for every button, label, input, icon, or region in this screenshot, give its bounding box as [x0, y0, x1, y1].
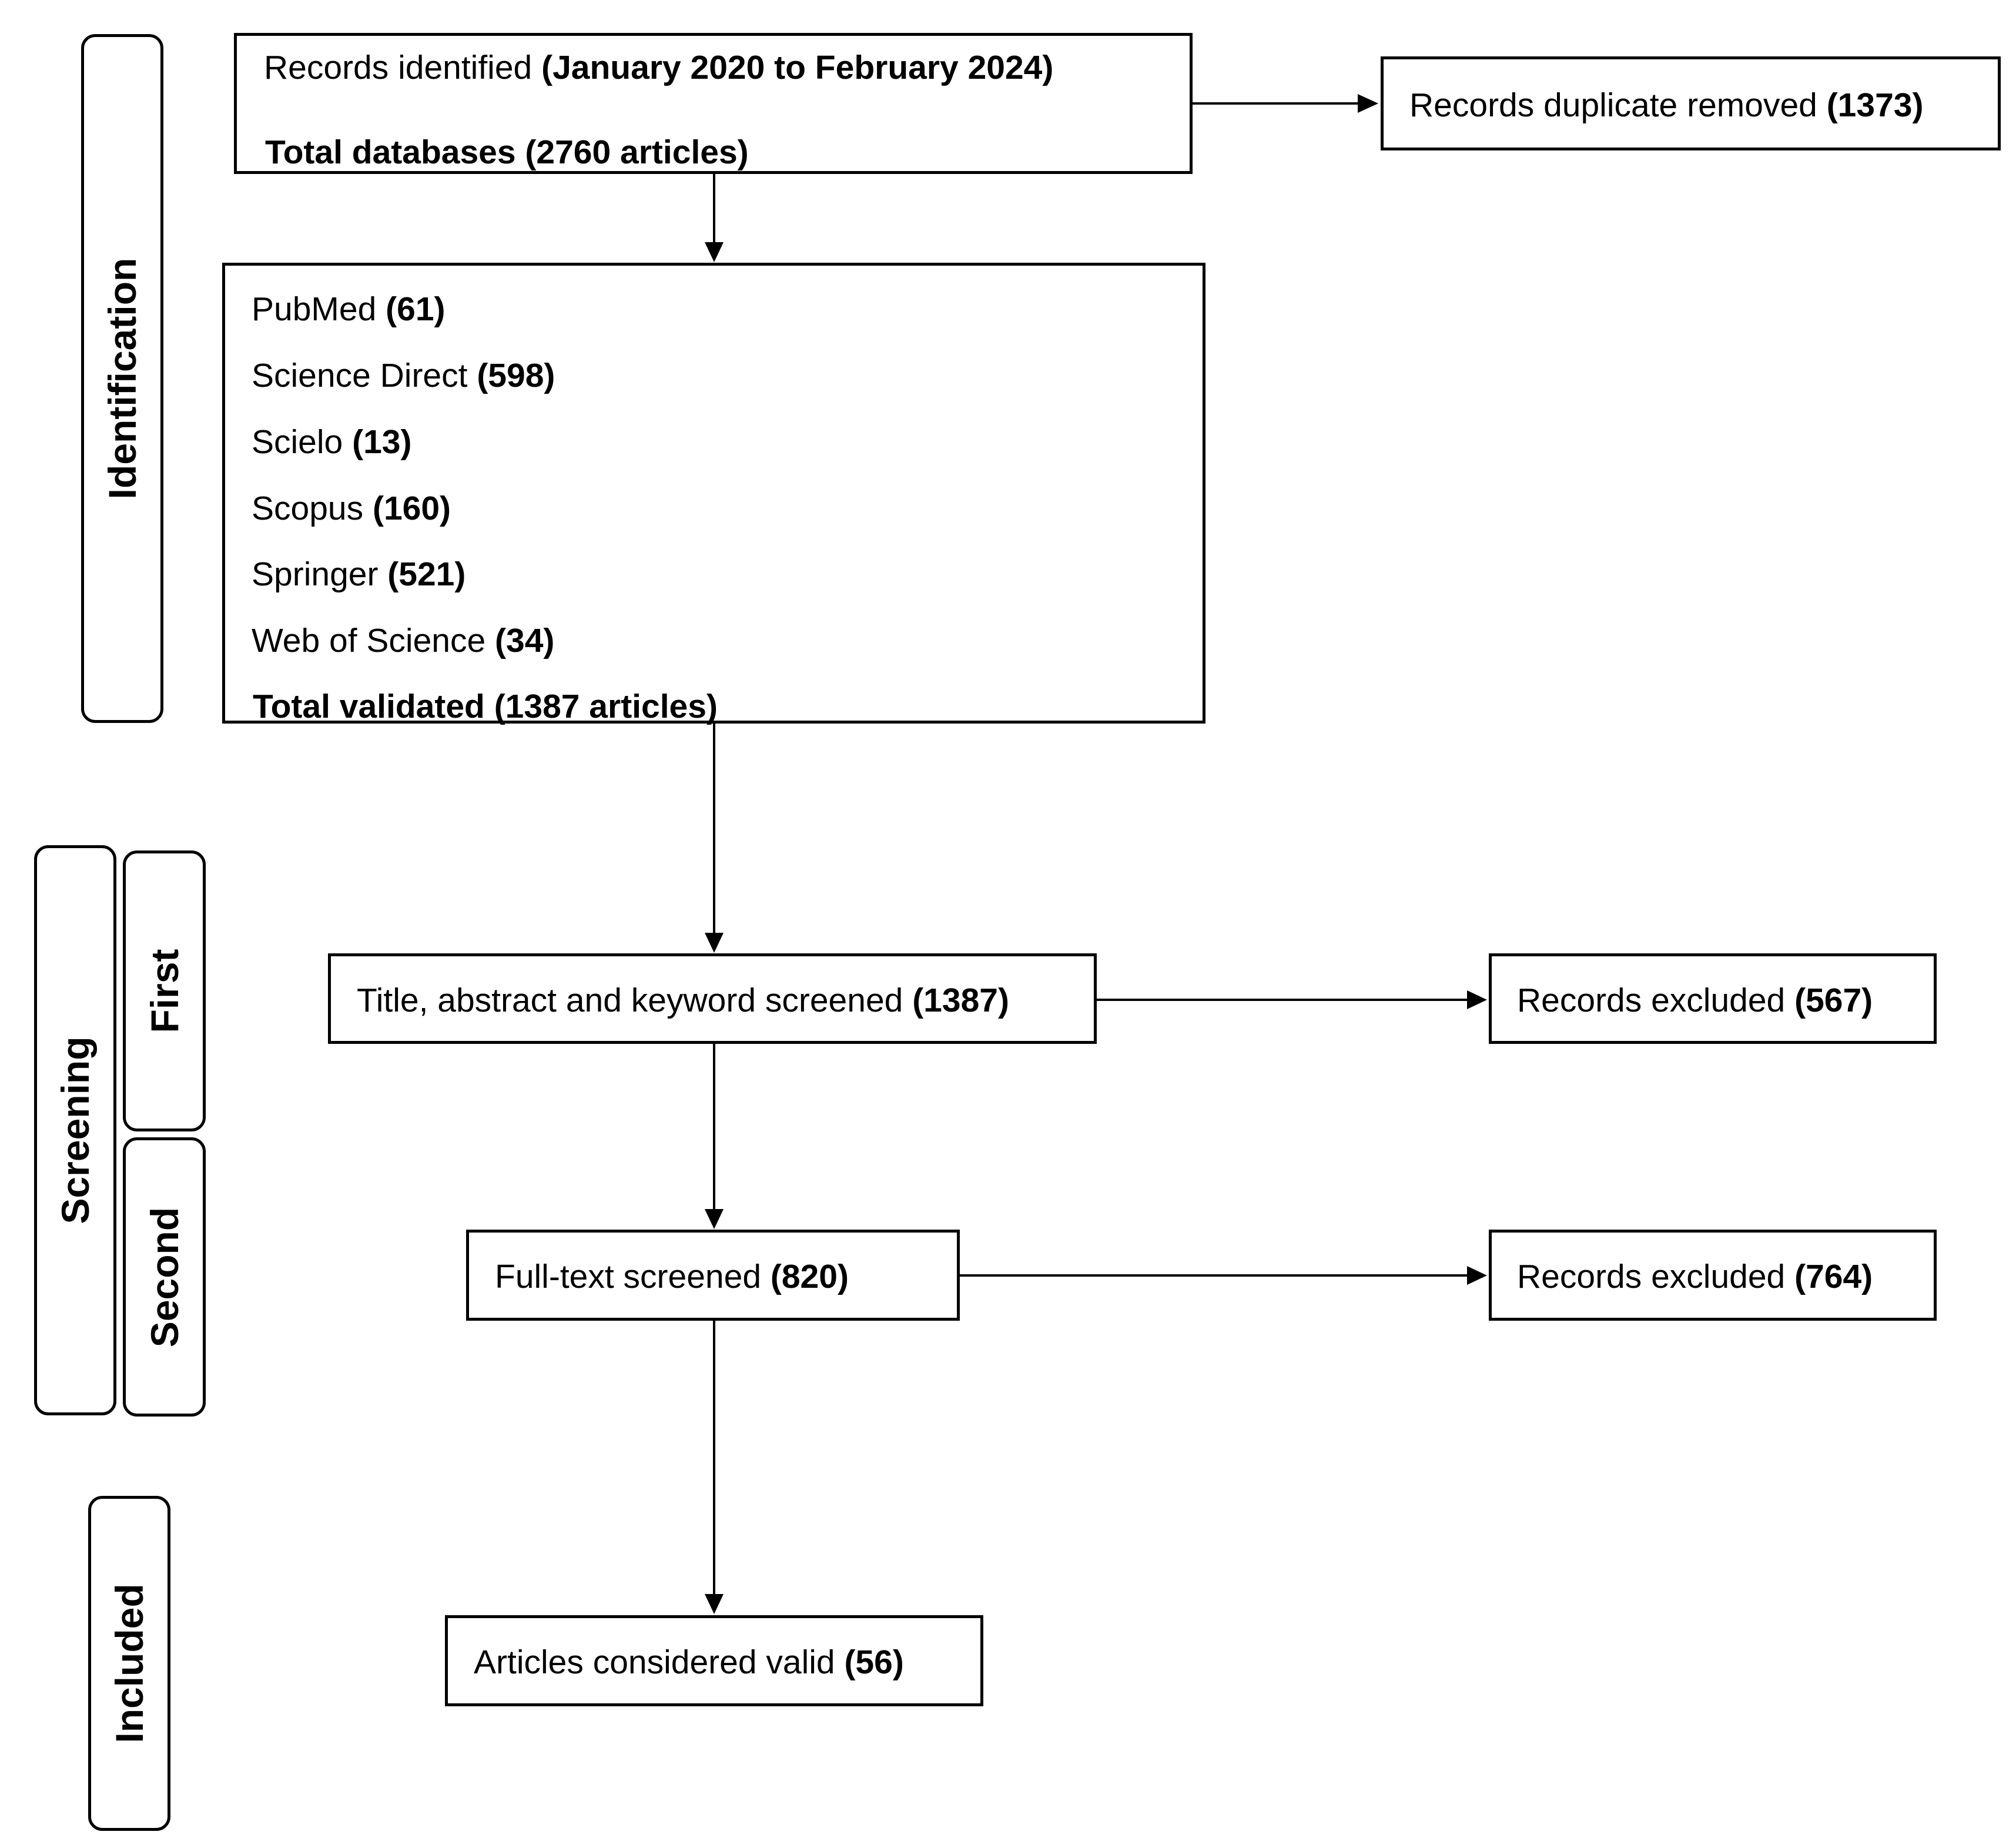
- second-excluded-box: Records excluded (764): [1489, 1230, 1937, 1321]
- arrowhead-databases: [705, 242, 724, 262]
- database-web-of-science: Web of Science (34): [252, 624, 554, 658]
- database-count: (160): [372, 490, 451, 527]
- first-excluded-text: Records excluded (567): [1517, 984, 1873, 1017]
- records-identified-period: (January 2020 to February 2024): [541, 49, 1054, 86]
- phase-screening: Screening: [34, 845, 116, 1415]
- phase-second-label: Second: [142, 1207, 186, 1347]
- second-screen-text: Full-text screened (820): [495, 1260, 849, 1294]
- duplicates-removed-label: Records duplicate removed: [1409, 86, 1827, 124]
- database-name: Scielo: [252, 423, 353, 461]
- duplicates-removed-text: Records duplicate removed (1373): [1409, 89, 1923, 122]
- database-science-direct: Science Direct (598): [252, 359, 555, 393]
- second-excluded-count: (764): [1794, 1258, 1873, 1295]
- database-count: (598): [477, 357, 555, 394]
- database-scopus: Scopus (160): [252, 492, 451, 525]
- database-name: Scopus: [252, 490, 373, 527]
- included-box: Articles considered valid (56): [445, 1615, 983, 1706]
- total-databases: Total databases (2760 articles): [265, 133, 749, 171]
- first-screen-box: Title, abstract and keyword screened (13…: [328, 953, 1097, 1044]
- arrowhead-second-excluded: [1467, 1266, 1487, 1285]
- arrowhead-second-screen: [705, 1209, 724, 1229]
- database-springer: Springer (521): [252, 558, 466, 591]
- first-screen-count: (1387): [912, 982, 1009, 1019]
- database-count: (13): [352, 423, 412, 461]
- database-name: PubMed: [252, 290, 386, 328]
- included-label: Articles considered valid: [474, 1643, 845, 1681]
- duplicates-removed-count: (1373): [1826, 86, 1924, 124]
- databases-box: PubMed (61) Science Direct (598) Scielo …: [222, 263, 1205, 724]
- phase-second: Second: [123, 1137, 206, 1417]
- phase-identification: Identification: [81, 34, 163, 723]
- second-excluded-label: Records excluded: [1517, 1258, 1795, 1295]
- second-screen-label: Full-text screened: [495, 1258, 771, 1295]
- arrowhead-first-screen: [705, 933, 724, 953]
- database-name: Science Direct: [252, 357, 477, 394]
- first-excluded-label: Records excluded: [1517, 982, 1795, 1019]
- database-count: (61): [386, 290, 446, 328]
- phase-included-label: Included: [108, 1583, 151, 1743]
- phase-identification-label: Identification: [101, 257, 144, 500]
- duplicates-removed-box: Records duplicate removed (1373): [1381, 56, 2001, 150]
- arrowhead-first-excluded: [1467, 990, 1487, 1009]
- arrowhead-included: [705, 1594, 724, 1614]
- first-screen-label: Title, abstract and keyword screened: [357, 982, 913, 1019]
- total-validated: Total validated (1387 articles): [253, 688, 718, 725]
- phase-first-label: First: [142, 949, 186, 1033]
- second-excluded-text: Records excluded (764): [1517, 1260, 1873, 1294]
- first-excluded-count: (567): [1794, 982, 1873, 1019]
- second-screen-count: (820): [770, 1258, 849, 1295]
- included-count: (56): [844, 1643, 904, 1681]
- second-screen-box: Full-text screened (820): [466, 1230, 960, 1321]
- included-text: Articles considered valid (56): [474, 1646, 904, 1679]
- arrowhead-duplicates: [1358, 94, 1378, 113]
- database-count: (521): [387, 555, 466, 593]
- first-excluded-box: Records excluded (567): [1489, 953, 1937, 1044]
- database-count: (34): [495, 622, 555, 659]
- database-scielo: Scielo (13): [252, 426, 411, 459]
- database-name: Springer: [252, 555, 388, 593]
- database-name: Web of Science: [252, 622, 495, 659]
- records-identified-box: Records identified (January 2020 to Febr…: [234, 33, 1193, 174]
- first-screen-text: Title, abstract and keyword screened (13…: [357, 984, 1009, 1017]
- database-pubmed: PubMed (61): [252, 293, 446, 326]
- records-identified-line: Records identified (January 2020 to Febr…: [264, 51, 1053, 85]
- phase-screening-label: Screening: [53, 1036, 97, 1224]
- phase-first: First: [123, 850, 206, 1131]
- records-identified-prefix: Records identified: [264, 49, 542, 86]
- phase-included: Included: [88, 1496, 170, 1831]
